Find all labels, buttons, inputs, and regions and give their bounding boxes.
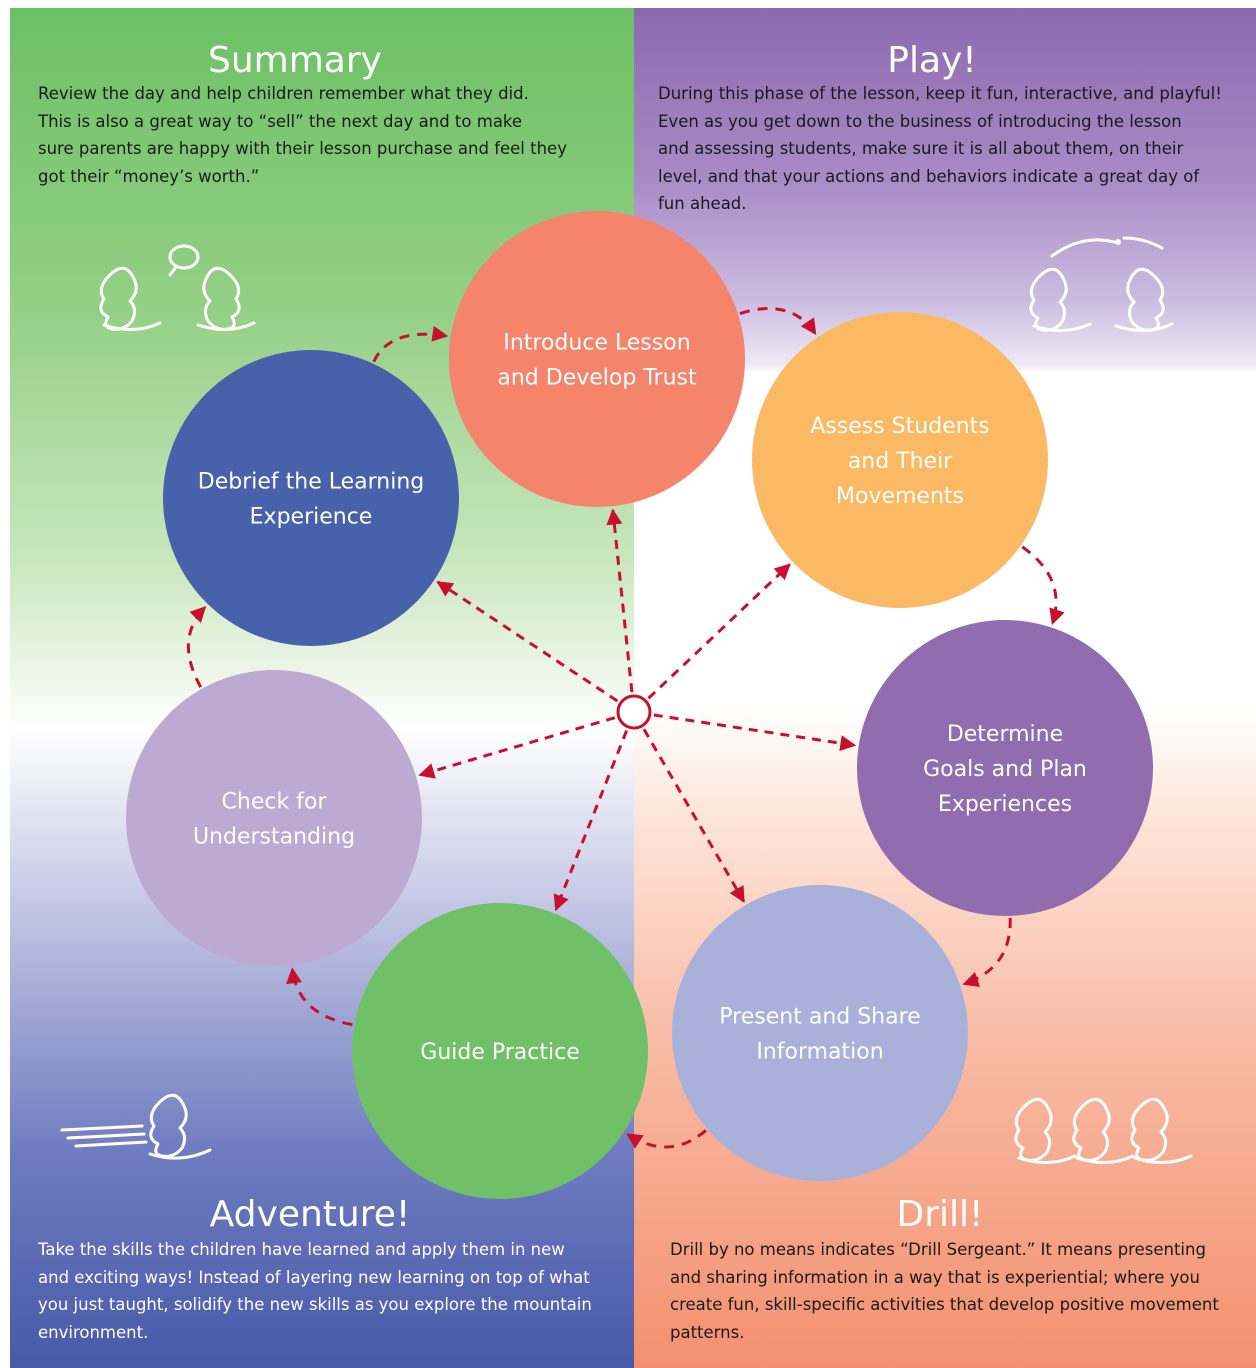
- spoke-arrow-guide: [553, 730, 629, 912]
- summary-line: got their “money’s worth.”: [38, 166, 260, 186]
- play-line: During this phase of the lesson, keep it…: [658, 84, 1222, 103]
- step-label-check: Check for: [222, 790, 328, 815]
- cycle-arrow-check: [186, 605, 207, 688]
- drill-line: and sharing information in a way that is…: [670, 1267, 1200, 1287]
- cycle-arrow-determine: [962, 917, 1012, 988]
- adventure-line: Take the skills the children have learne…: [38, 1240, 565, 1259]
- step-circle-determine: [857, 620, 1153, 916]
- drill-line: patterns.: [670, 1322, 745, 1342]
- snowboarder-group-icon: [1014, 1097, 1193, 1164]
- step-label-determine: Determine: [947, 722, 1063, 747]
- step-label-assess: and Their: [848, 449, 953, 474]
- play-description: During this phase of the lesson, keep it…: [658, 80, 1253, 218]
- step-circle-debrief: [163, 350, 459, 646]
- adventure-title: Adventure!: [209, 1194, 411, 1235]
- cycle-arrow-present: [625, 1129, 707, 1149]
- play-line: level, and that your actions and behavio…: [658, 166, 1200, 186]
- cycle-arrow-assess: [1021, 545, 1065, 626]
- cycle-arrow-guide: [286, 967, 353, 1027]
- adventure-line: you just taught, solidify the new skills…: [38, 1295, 592, 1314]
- step-label-check: Understanding: [193, 825, 355, 850]
- step-introduce: Introduce Lesson and Develop Trust: [449, 211, 745, 507]
- spoke-arrow-introduce: [606, 508, 634, 693]
- talking-snowboarders-icon: [99, 244, 256, 331]
- play-line: Even as you get down to the business of …: [658, 111, 1182, 131]
- step-circle-present: [672, 885, 968, 1181]
- tossing-snowboarders-icon: [1029, 236, 1174, 332]
- step-label-assess: Assess Students: [810, 414, 990, 439]
- play-line: and assessing students, make sure it is …: [658, 139, 1184, 158]
- step-label-introduce: and Develop Trust: [497, 366, 697, 391]
- step-label-present: Present and Share: [719, 1005, 920, 1030]
- play-line: fun ahead.: [658, 194, 747, 213]
- play-title: Play!: [887, 40, 977, 81]
- speeding-snowboarder-icon: [60, 1093, 212, 1160]
- drill-description: Drill by no means indicates “Drill Serge…: [670, 1236, 1250, 1346]
- center-hub: [616, 694, 652, 730]
- summary-title: Summary: [208, 40, 382, 81]
- cycle-arrow-introduce: [739, 307, 817, 336]
- drill-line: create fun, skill-specific activities th…: [670, 1295, 1219, 1314]
- adventure-description: Take the skills the children have learne…: [38, 1236, 628, 1346]
- step-label-guide: Guide Practice: [420, 1040, 579, 1065]
- summary-line: This is also a great way to “sell” the n…: [38, 111, 523, 131]
- step-circle-guide: [352, 903, 648, 1199]
- step-label-determine: Experiences: [938, 792, 1072, 817]
- step-label-debrief: Debrief the Learning: [198, 470, 424, 495]
- drill-line: Drill by no means indicates “Drill Serge…: [670, 1240, 1206, 1259]
- spoke-arrow-determine: [653, 713, 857, 752]
- drill-title: Drill!: [896, 1194, 984, 1235]
- step-label-debrief: Experience: [250, 505, 373, 530]
- summary-line: Review the day and help children remembe…: [38, 84, 529, 103]
- step-label-determine: Goals and Plan: [923, 757, 1087, 782]
- step-circle-check: [126, 670, 422, 966]
- infographic: Summary Review the day and help children…: [10, 8, 1256, 1368]
- step-label-assess: Movements: [836, 484, 964, 509]
- summary-description: Review the day and help children remembe…: [38, 80, 628, 190]
- step-circle-introduce: [449, 211, 745, 507]
- step-circle-assess: [752, 312, 1048, 608]
- step-guide: Guide Practice: [352, 903, 648, 1199]
- spoke-arrow-present: [642, 728, 746, 903]
- cycle-arrows: [186, 307, 1065, 1149]
- cycle-arrow-debrief: [372, 325, 449, 363]
- adventure-line: and exciting ways! Instead of layering n…: [38, 1267, 590, 1287]
- spoke-arrow-assess: [647, 563, 791, 700]
- spoke-arrow-check: [418, 716, 616, 779]
- step-label-introduce: Introduce Lesson: [503, 331, 690, 356]
- spoke-arrow-debrief: [436, 580, 619, 703]
- summary-line: sure parents are happy with their lesson…: [38, 139, 567, 158]
- step-label-present: Information: [756, 1040, 883, 1065]
- adventure-line: environment.: [38, 1322, 149, 1342]
